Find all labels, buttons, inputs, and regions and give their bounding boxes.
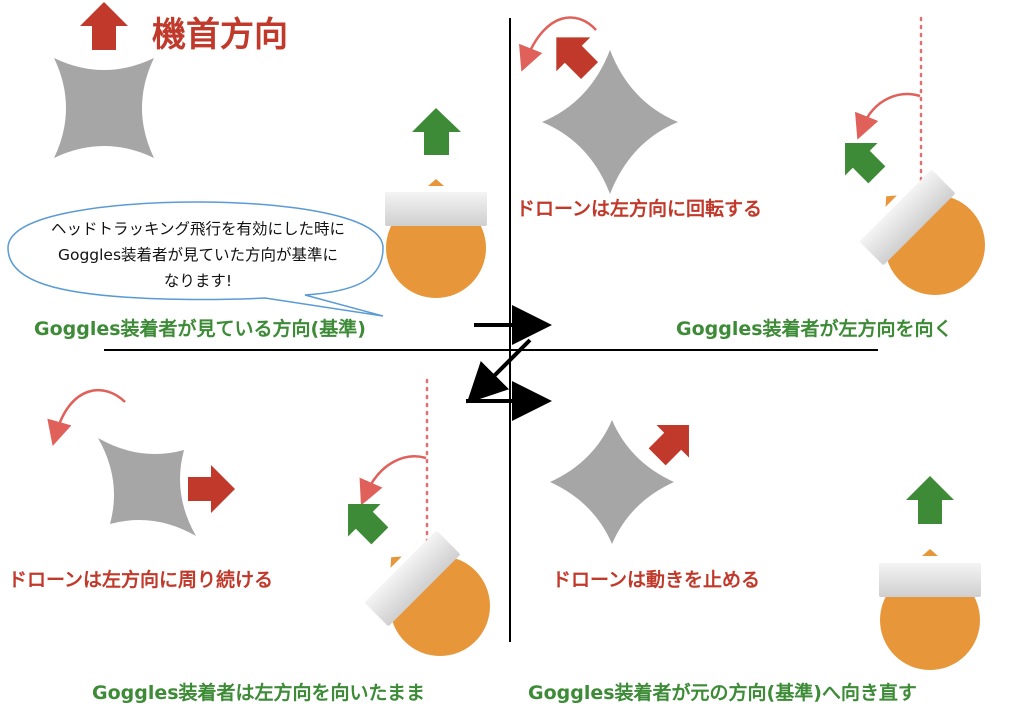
caption-bottom-left: Goggles装着者は左方向を向いたまま (92, 682, 425, 704)
head-turn-arc-icon (855, 92, 921, 140)
page-title: 機首方向 (152, 15, 288, 55)
transition-arrow-diagonal (466, 338, 532, 404)
goggles-wearer-turned-head-icon (860, 170, 985, 295)
heading-up-arrow-icon (80, 2, 128, 50)
drone-rotated-further-icon (98, 438, 196, 536)
rotation-arc-icon (519, 16, 597, 72)
head-turn-arc-icon-2 (359, 455, 427, 506)
bubble-line-3: なります! (163, 272, 233, 290)
bubble-line-2: Goggles装着者が見ていた方向が基準に (57, 246, 339, 264)
drone-icon (54, 58, 154, 158)
goggles-wearer-head-reset-icon (879, 549, 981, 670)
drone-caption-bottom-left: ドローンは左方向に周り続ける (8, 569, 274, 591)
drone-caption-top-right: ドローンは左方向に回転する (516, 198, 763, 220)
gaze-left-arrow-icon (845, 143, 886, 184)
goggles-wearer-head-icon (385, 179, 487, 298)
caption-bottom-right: Goggles装着者が元の方向(基準)へ向き直す (528, 682, 917, 704)
heading-diagonal-arrow-icon (648, 425, 689, 466)
drone-rotated-icon (542, 50, 678, 194)
gaze-up-arrow-icon-2 (906, 476, 954, 524)
speech-bubble (7, 201, 384, 317)
bubble-line-1: ヘッドトラッキング飛行を有効にした時に (50, 220, 346, 238)
caption-top-right: Goggles装着者が左方向を向く (676, 318, 953, 340)
drone-stopped-icon (550, 420, 674, 544)
speech-bubble-text: ヘッドトラッキング飛行を有効にした時に Goggles装着者が見ていた方向が基準… (8, 216, 388, 294)
caption-top-left: Goggles装着者が見ている方向(基準) (34, 318, 366, 340)
gaze-left-arrow-icon-2 (348, 504, 389, 545)
drone-caption-bottom-right: ドローンは動きを止める (552, 569, 761, 591)
gaze-up-arrow-icon (412, 108, 461, 155)
goggles-wearer-turned-head-icon-2 (365, 531, 490, 656)
heading-left-arrow-icon (556, 37, 599, 80)
rotation-arc-icon-2 (47, 388, 126, 447)
heading-right-arrow-icon (188, 465, 235, 513)
